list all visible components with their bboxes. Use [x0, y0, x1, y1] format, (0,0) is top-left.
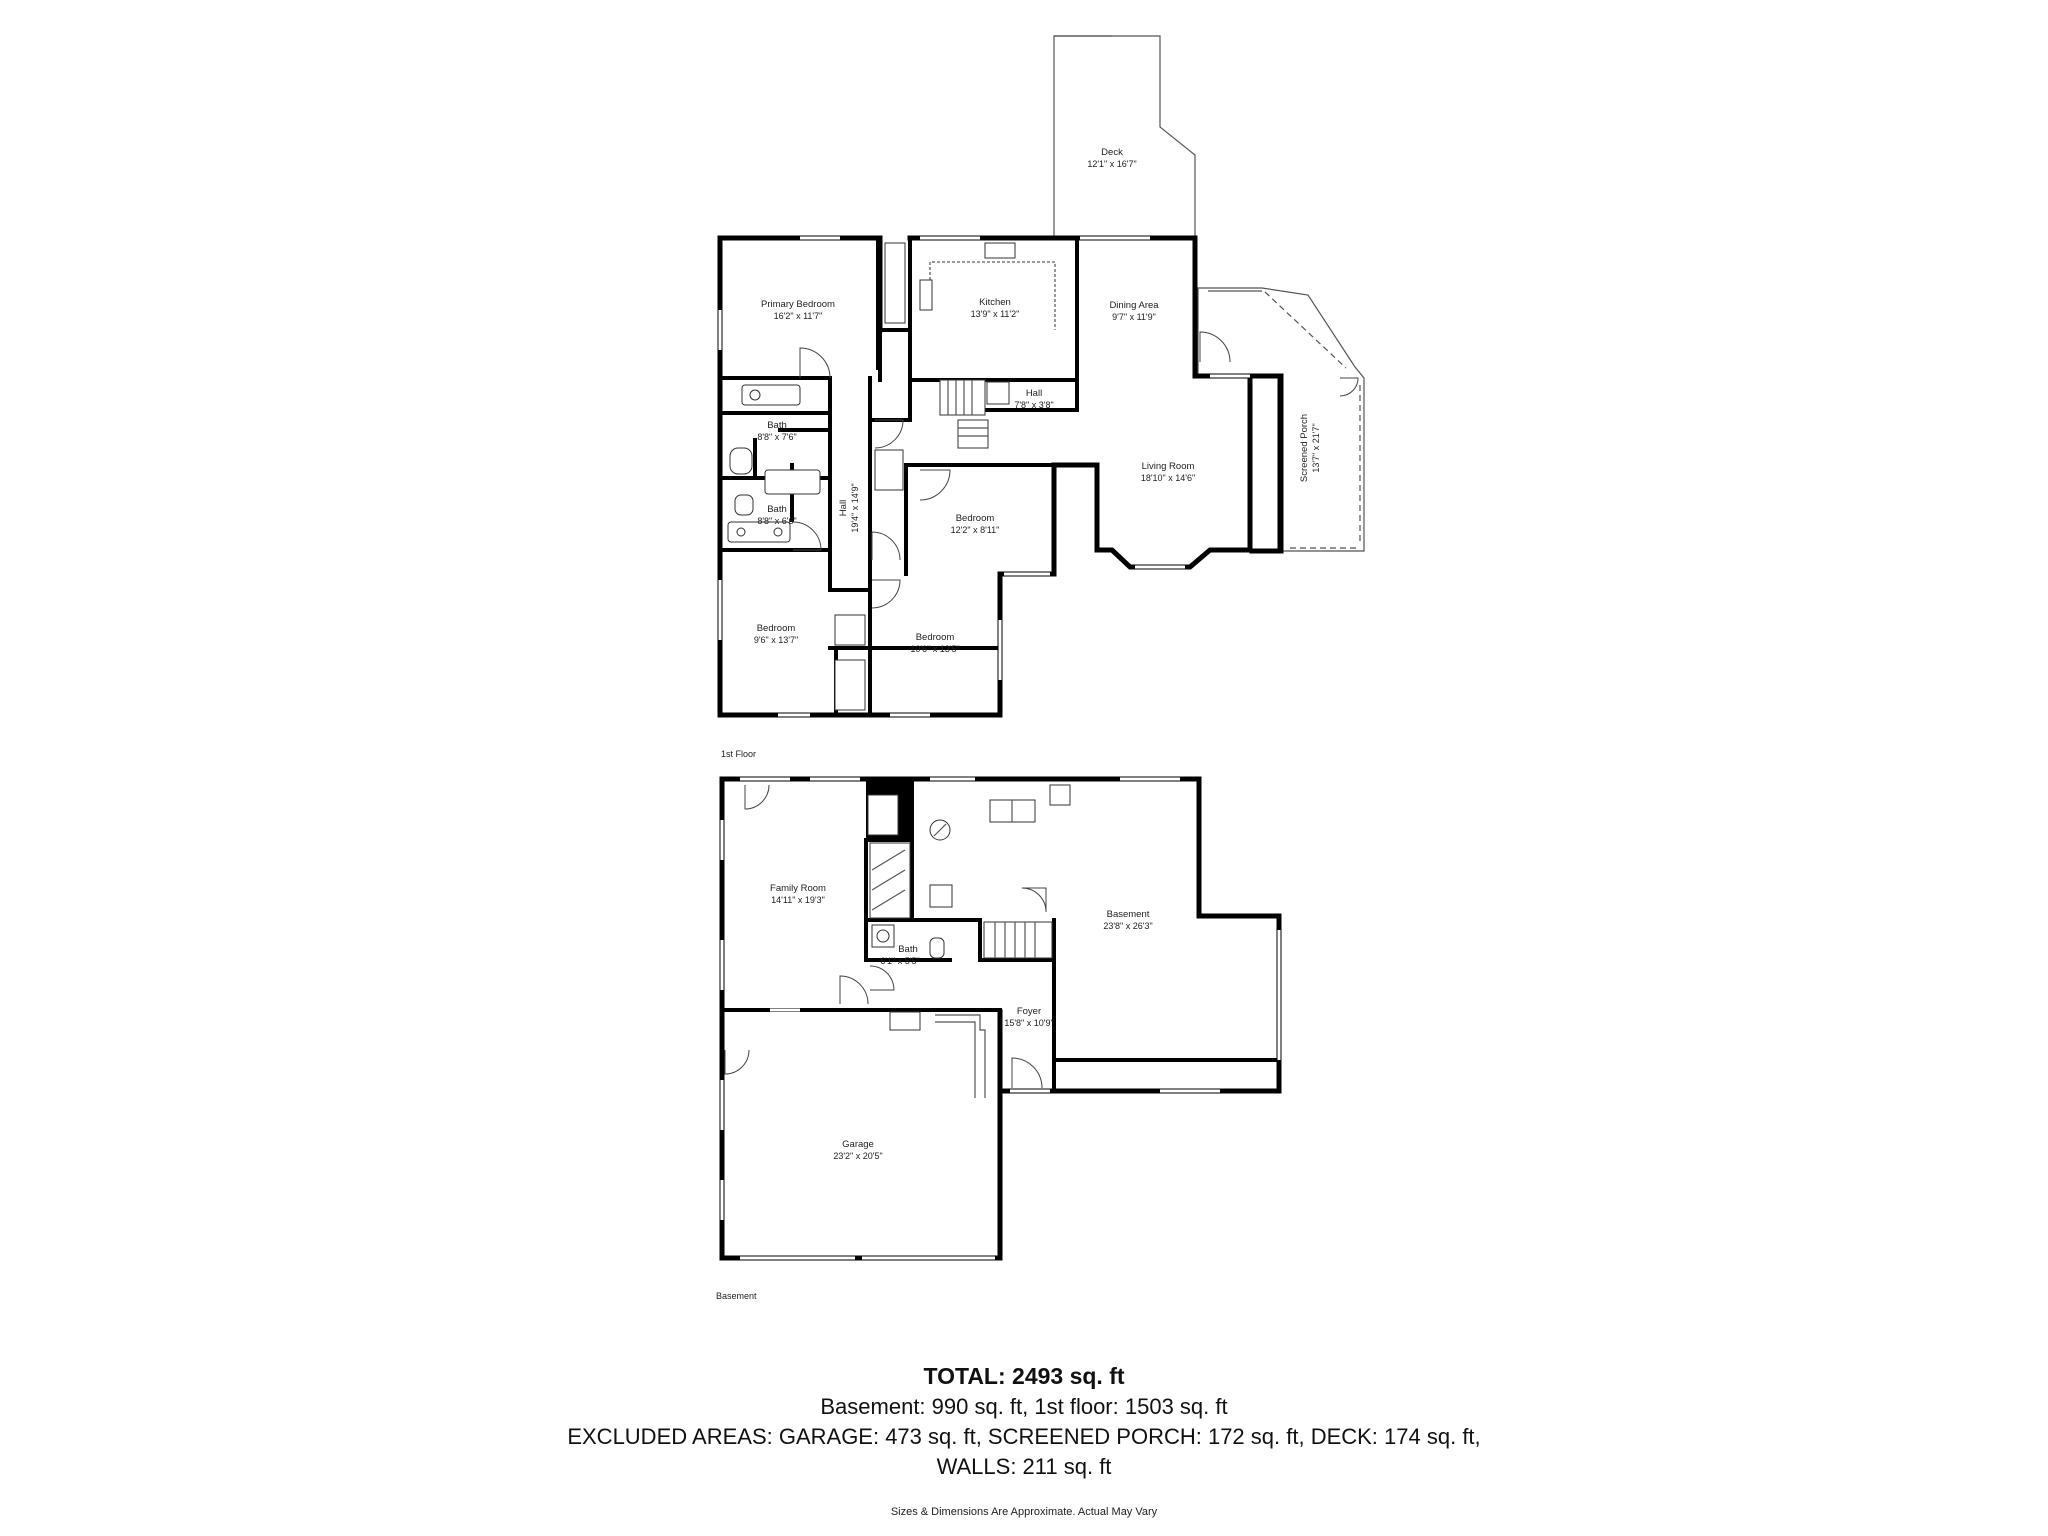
hall-small-name: Hall	[1026, 388, 1042, 399]
basement-windows	[720, 777, 1281, 1260]
living-room-dimensions: 18'10" x 14'6"	[1141, 473, 1195, 483]
bedroom-3-dimensions: 10'6" x 13'5"	[910, 644, 959, 654]
screened-porch-name: Screened Porch	[1299, 414, 1310, 482]
basement-bath-fixtures	[871, 924, 945, 959]
disclaimer: Sizes & Dimensions Are Approximate. Actu…	[890, 1506, 1158, 1518]
garage-dimensions: 23'2" x 20'5"	[833, 1151, 882, 1161]
basement-bath-dimensions: 6'1" x 5'5"	[880, 956, 919, 966]
bath-2-dimensions: 8'8" x 6'6"	[757, 516, 796, 526]
foyer-name: Foyer	[1017, 1006, 1041, 1017]
hall-long-name: Hall	[838, 500, 849, 516]
first-floor-plan: Deck 12'1" x 16'7" Primary Bedroom 16'2"…	[717, 35, 1365, 759]
first-floor-doors	[792, 273, 1359, 609]
first-floor-stairs	[939, 379, 1010, 449]
basement-room-name: Basement	[1107, 909, 1150, 920]
first-floor-label: 1st Floor	[721, 749, 756, 759]
bedroom-2-name: Bedroom	[757, 623, 796, 634]
bedroom-3-name: Bedroom	[916, 632, 955, 643]
basement-room-dimensions: 23'8" x 26'3"	[1103, 921, 1152, 931]
bath-2-name: Bath	[767, 504, 787, 515]
kitchen-counters	[919, 242, 1056, 330]
basement-exterior-walls	[719, 776, 1282, 1261]
floor-areas-line: Basement: 990 sq. ft, 1st floor: 1503 sq…	[820, 1394, 1228, 1419]
deck-name: Deck	[1101, 147, 1123, 158]
basement-floor-label: Basement	[716, 1291, 757, 1301]
bedroom-1-name: Bedroom	[956, 513, 995, 524]
first-floor-interior-walls	[718, 236, 1197, 717]
walls-area-line: WALLS: 211 sq. ft	[936, 1454, 1112, 1479]
excluded-areas-line: EXCLUDED AREAS: GARAGE: 473 sq. ft, SCRE…	[567, 1424, 1481, 1449]
foyer-closet	[889, 1011, 986, 1098]
family-room-name: Family Room	[770, 883, 826, 894]
first-floor-closets	[834, 242, 906, 711]
basement-interior-walls	[720, 777, 1277, 1093]
basement-mechanical	[866, 779, 1071, 919]
bedroom-2-dimensions: 9'6" x 13'7"	[754, 635, 798, 645]
living-room-name: Living Room	[1142, 461, 1195, 472]
dining-area-name: Dining Area	[1109, 300, 1159, 311]
foyer-dimensions: 15'8" x 10'9"	[1004, 1018, 1053, 1028]
primary-bedroom-name: Primary Bedroom	[761, 299, 835, 310]
screened-porch-label: Screened Porch 13'7" x 21'7"	[1299, 414, 1321, 482]
bath-1-name: Bath	[767, 420, 787, 431]
basement-doors	[724, 784, 1047, 1089]
family-room-dimensions: 14'11" x 19'3"	[771, 895, 825, 905]
screened-porch-dimensions: 13'7" x 21'7"	[1311, 423, 1321, 472]
total-area: TOTAL: 2493 sq. ft	[923, 1363, 1125, 1389]
garage-name: Garage	[842, 1139, 874, 1150]
hall-long-dimensions: 19'4" x 14'9"	[850, 483, 860, 532]
kitchen-name: Kitchen	[979, 297, 1011, 308]
kitchen-dimensions: 13'9" x 11'2"	[971, 309, 1020, 319]
deck-dimensions: 12'1" x 16'7"	[1087, 159, 1136, 169]
first-floor-windows	[718, 236, 1250, 717]
first-floor-bath-fixtures	[727, 384, 821, 543]
hall-small-dimensions: 7'8" x 3'8"	[1014, 400, 1053, 410]
basement-stairs	[983, 921, 1053, 959]
basement-bath-name: Bath	[898, 944, 918, 955]
bedroom-1-dimensions: 12'2" x 8'11"	[951, 525, 1000, 535]
hall-long-label: Hall 19'4" x 14'9"	[838, 483, 860, 532]
deck-outline	[1053, 35, 1196, 239]
primary-bedroom-dimensions: 16'2" x 11'7"	[774, 311, 823, 321]
bath-1-dimensions: 8'8" x 7'6"	[757, 432, 796, 442]
basement-plan: Family Room 14'11" x 19'3" Basement 23'8…	[716, 776, 1282, 1301]
dining-area-dimensions: 9'7" x 11'9"	[1112, 312, 1156, 322]
